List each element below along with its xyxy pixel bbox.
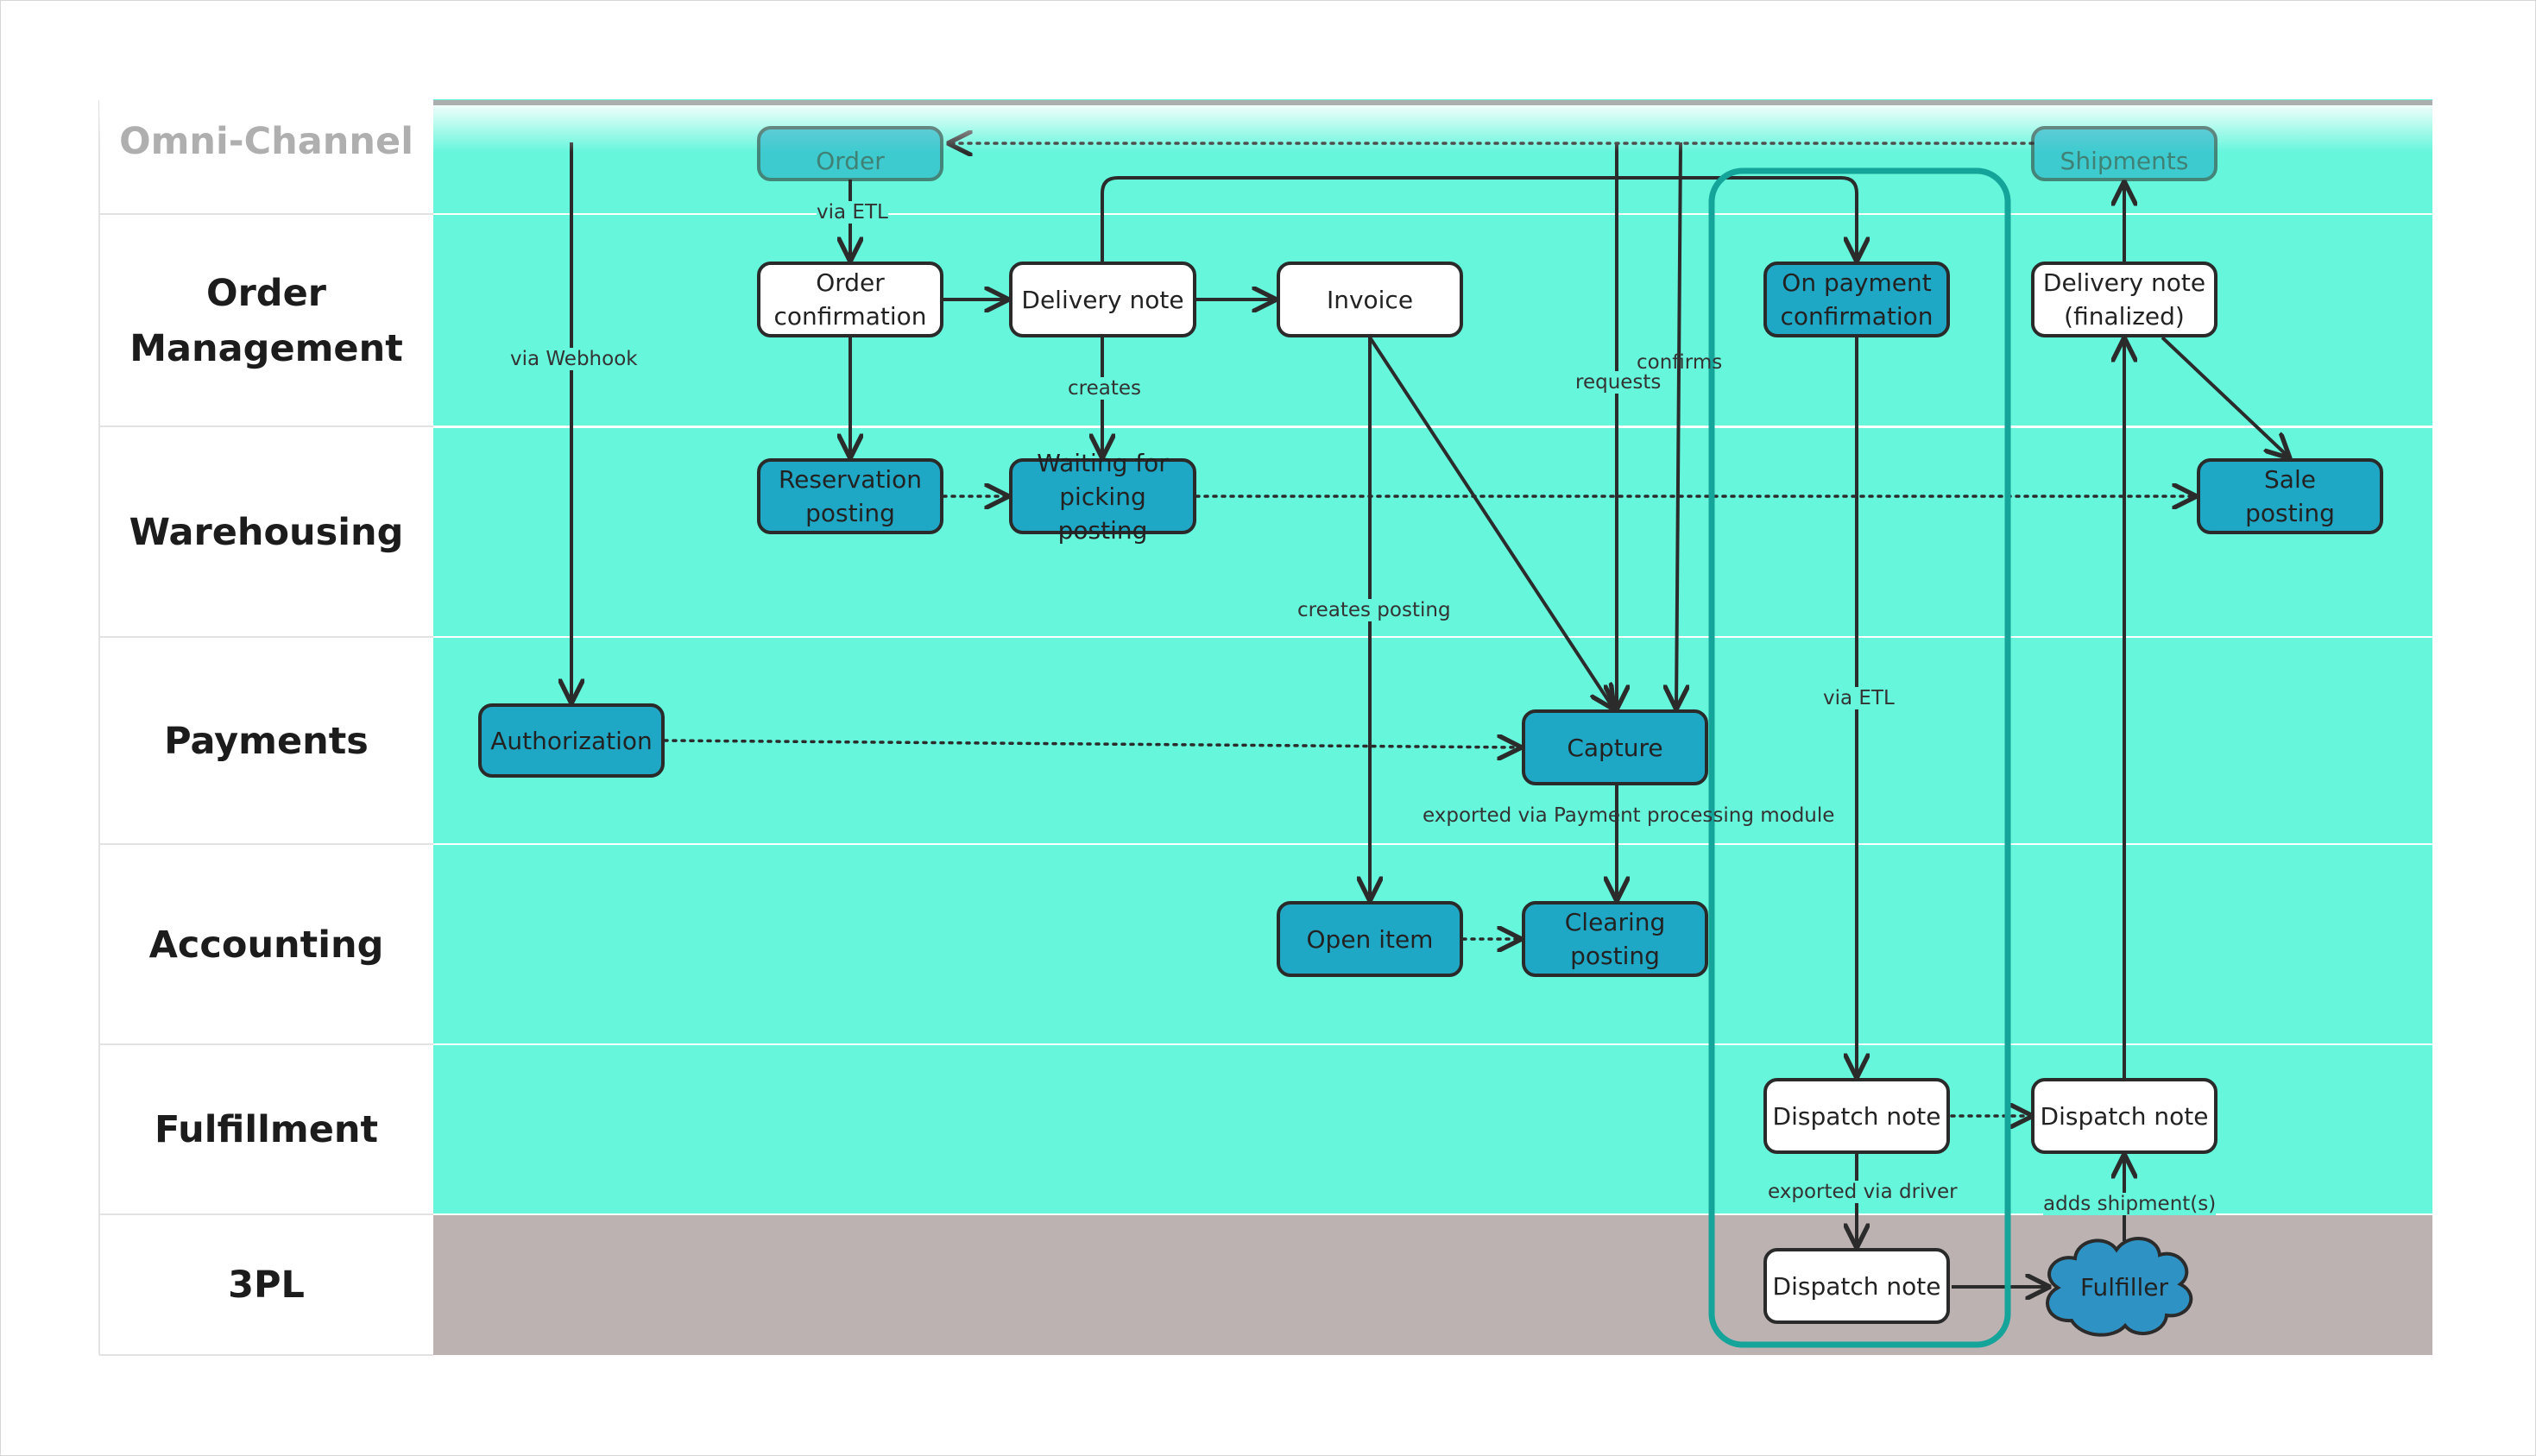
lane-label-order-management: Order Management	[129, 271, 403, 370]
lane-label-grid	[98, 100, 433, 1356]
edge-invoice-to-capture	[1368, 336, 1614, 709]
top-edge-shadow	[433, 100, 2432, 105]
edge-label-requests: requests	[1575, 371, 1662, 394]
node-open-item[interactable]: Open item	[1277, 901, 1463, 977]
edge-label-via-etl-top: via ETL	[817, 201, 888, 224]
edge-delivery-finalized-to-sale	[2161, 336, 2290, 458]
highlight-group-outline	[1708, 167, 2011, 1348]
edge-delivery-note-to-on-payment	[1101, 176, 1857, 262]
cloud-icon	[2046, 1237, 2193, 1337]
node-shipments[interactable]: Shipments	[2031, 126, 2217, 181]
node-invoice[interactable]: Invoice	[1277, 262, 1463, 337]
lane-label-3pl: 3PL	[228, 1264, 305, 1307]
node-waiting-for-picking-posting[interactable]: Waiting for picking posting	[1009, 449, 1196, 545]
node-dispatch-note-fulfillment-2[interactable]: Dispatch note	[2031, 1078, 2217, 1154]
node-clearing-posting[interactable]: Clearing posting	[1522, 901, 1708, 977]
edge-label-exported-driver: exported via driver	[1768, 1181, 1958, 1203]
node-dispatch-note-3pl[interactable]: Dispatch note	[1763, 1248, 1950, 1324]
node-reservation-posting[interactable]: Reservation posting	[757, 458, 943, 534]
lane-bg-payments	[433, 638, 2432, 843]
edge-label-via-etl-mid: via ETL	[1823, 687, 1895, 709]
edge-label-creates: creates	[1068, 377, 1141, 400]
lane-label-omni-channel: Omni-Channel	[119, 120, 413, 163]
lane-label-fulfillment: Fulfillment	[154, 1108, 379, 1151]
node-authorization[interactable]: Authorization	[478, 703, 665, 778]
node-order-confirmation[interactable]: Order confirmation	[757, 262, 943, 337]
node-capture[interactable]: Capture	[1522, 709, 1708, 785]
edge-label-exported-payment: exported via Payment processing module	[1423, 804, 1835, 827]
edge-label-confirms: confirms	[1637, 351, 1723, 374]
node-fulfiller-label[interactable]: Fulfiller	[2079, 1272, 2169, 1302]
node-delivery-note[interactable]: Delivery note	[1009, 262, 1196, 337]
node-on-payment-confirmation[interactable]: On payment confirmation	[1763, 262, 1950, 337]
node-order[interactable]: Order	[757, 126, 943, 181]
lane-label-accounting: Accounting	[148, 923, 384, 967]
edge-label-via-webhook: via Webhook	[510, 348, 638, 370]
lane-label-payments: Payments	[164, 719, 369, 763]
node-sale-posting[interactable]: Sale posting	[2197, 458, 2383, 534]
edge-confirms-to-capture	[1676, 142, 1681, 709]
edge-label-adds-shipments: adds shipment(s)	[2043, 1193, 2217, 1215]
node-delivery-note-finalized[interactable]: Delivery note (finalized)	[2031, 262, 2217, 337]
edge-label-creates-posting: creates posting	[1297, 599, 1451, 621]
lane-label-warehousing: Warehousing	[129, 510, 404, 554]
node-dispatch-note-fulfillment[interactable]: Dispatch note	[1763, 1078, 1950, 1154]
